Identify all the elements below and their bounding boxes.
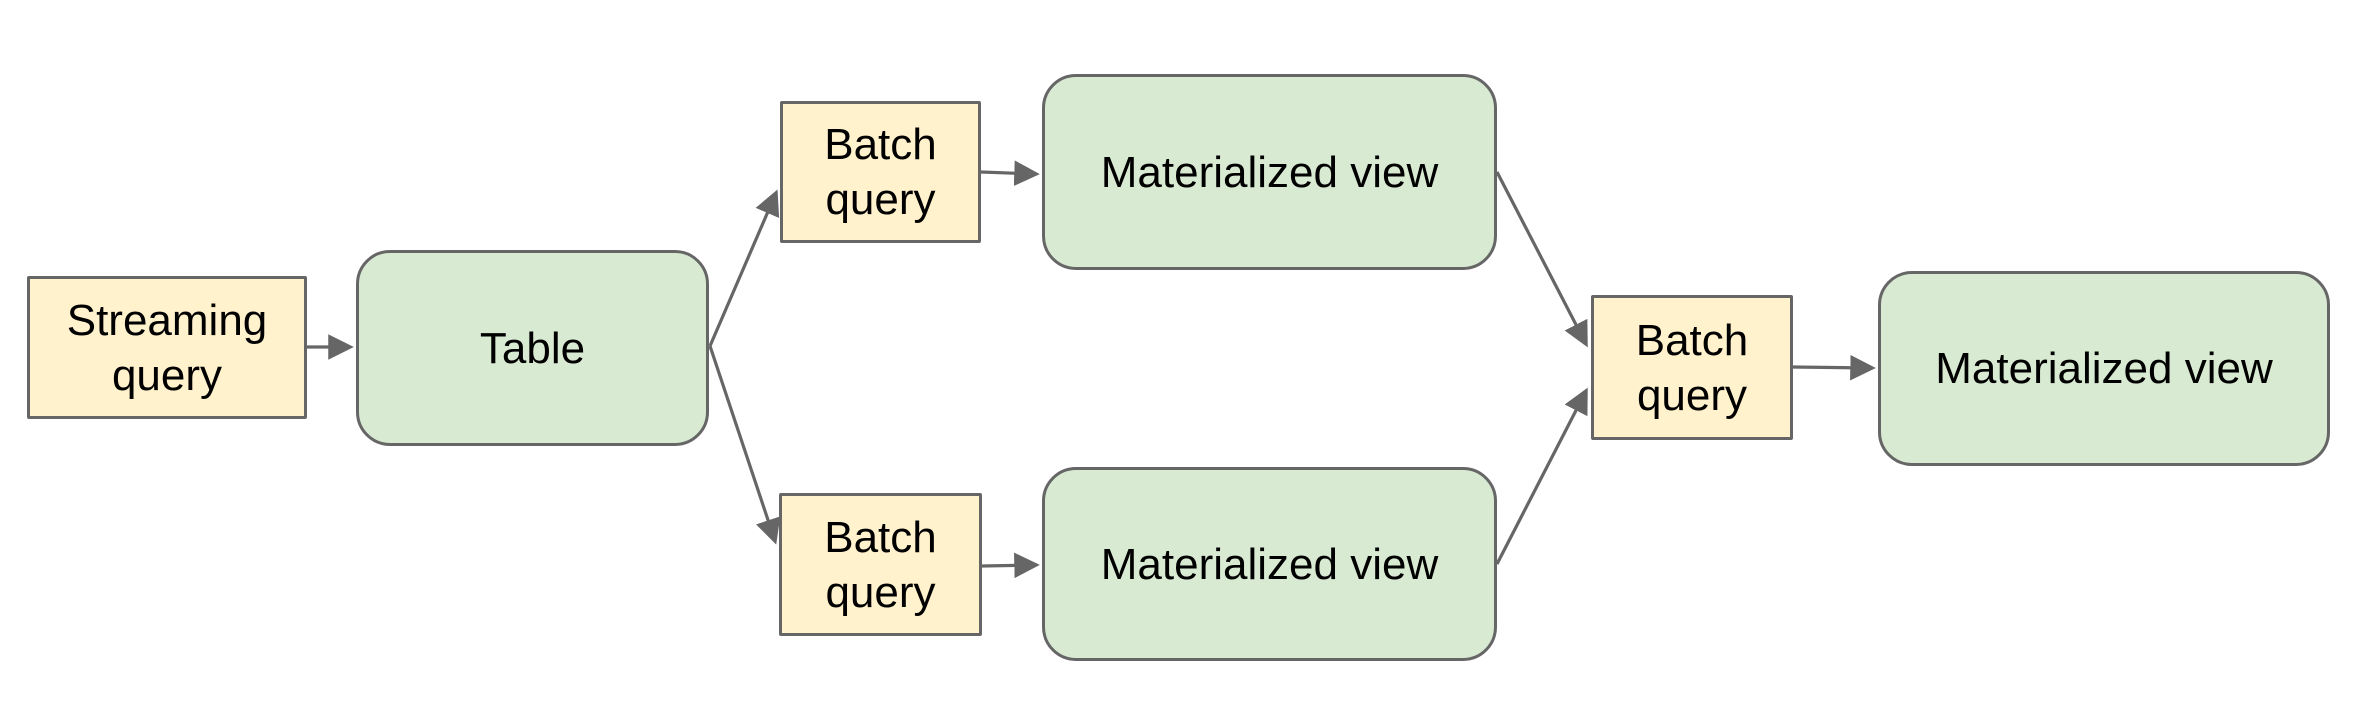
node-batch-query-final-label: Batch query — [1635, 315, 1749, 420]
edge-mv-top-to-batch-query-final — [1495, 171, 1588, 348]
node-batch-query-final: Batch query — [1591, 295, 1793, 440]
node-streaming-query-label: Streaming query — [66, 295, 268, 400]
node-table-label: Table — [479, 323, 586, 373]
node-materialized-view-final: Materialized view — [1878, 271, 2330, 466]
node-materialized-view-bottom-label: Materialized view — [1100, 539, 1439, 589]
edge-batch-query-bottom-to-mv-bottom — [981, 552, 1040, 579]
node-materialized-view-top: Materialized view — [1042, 74, 1497, 270]
node-batch-query-top: Batch query — [780, 101, 981, 243]
edge-batch-query-top-to-mv-top — [980, 160, 1040, 187]
edge-table-to-batch-query-bottom — [708, 345, 781, 545]
edge-mv-bottom-to-batch-query-final — [1495, 387, 1588, 565]
node-materialized-view-top-label: Materialized view — [1100, 147, 1439, 197]
node-batch-query-bottom-label: Batch query — [824, 512, 937, 617]
edge-batch-query-final-to-mv-final — [1792, 354, 1876, 381]
node-table: Table — [356, 250, 709, 446]
node-streaming-query: Streaming query — [27, 276, 307, 419]
node-materialized-view-final-label: Materialized view — [1935, 344, 2273, 393]
node-batch-query-bottom: Batch query — [779, 493, 982, 636]
node-materialized-view-bottom: Materialized view — [1042, 467, 1497, 661]
node-batch-query-top-label: Batch query — [824, 120, 937, 224]
edge-table-to-batch-query-top — [708, 189, 780, 347]
